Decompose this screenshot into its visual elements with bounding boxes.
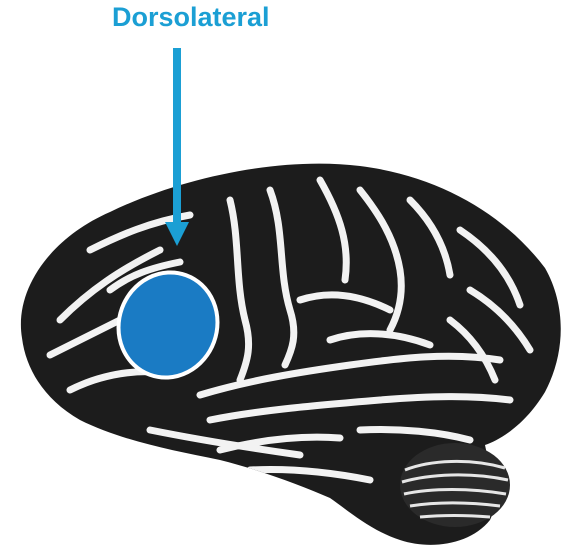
brain-illustration <box>21 164 561 545</box>
cerebellum <box>400 443 510 527</box>
